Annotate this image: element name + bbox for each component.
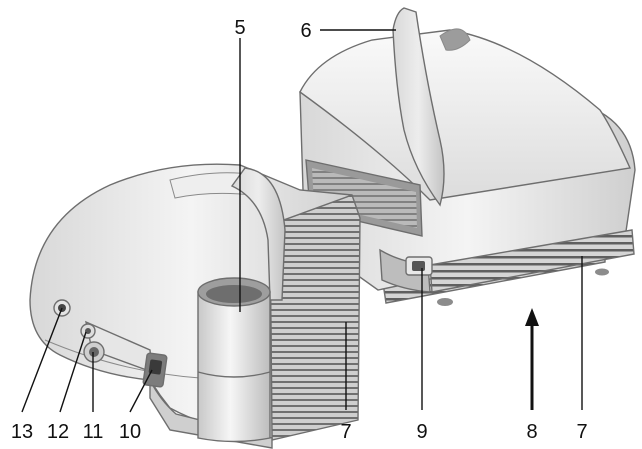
right-unit bbox=[299, 7, 636, 306]
outlet-opening bbox=[439, 28, 471, 51]
leader-lines bbox=[21, 29, 583, 413]
foot bbox=[595, 268, 609, 276]
tube-joint bbox=[197, 371, 271, 378]
callout-11: 11 bbox=[83, 421, 104, 443]
callout-7-left: 7 bbox=[340, 421, 351, 443]
leader-10 bbox=[129, 369, 153, 413]
callout-9: 9 bbox=[416, 421, 427, 443]
outlet-horn bbox=[392, 7, 445, 207]
connector-socket-opening bbox=[412, 261, 425, 271]
rear-panel bbox=[379, 248, 431, 293]
tube-opening-inner bbox=[206, 285, 262, 303]
callout-12: 12 bbox=[47, 421, 69, 443]
nebulizer-tube bbox=[197, 291, 271, 443]
callout-6: 6 bbox=[300, 20, 311, 42]
left-unit bbox=[29, 163, 361, 449]
side-vent-slats bbox=[312, 168, 417, 228]
callout-13: 13 bbox=[11, 421, 33, 443]
callout-8: 8 bbox=[526, 421, 537, 443]
control-knob-center bbox=[89, 347, 99, 357]
leader-12 bbox=[59, 331, 87, 413]
right-unit-top bbox=[299, 29, 632, 201]
front-grille bbox=[429, 229, 635, 293]
callout-7-right: 7 bbox=[576, 421, 587, 443]
waist-line bbox=[44, 339, 270, 379]
foot bbox=[437, 298, 453, 306]
leader-13 bbox=[21, 307, 63, 413]
callout-labels: 5 6 7 7 8 9 10 11 12 13 bbox=[11, 17, 588, 443]
airflow-arrow-head bbox=[525, 308, 539, 326]
callout-10: 10 bbox=[119, 421, 141, 443]
handle-arch bbox=[230, 167, 286, 301]
callout-5: 5 bbox=[234, 17, 245, 39]
